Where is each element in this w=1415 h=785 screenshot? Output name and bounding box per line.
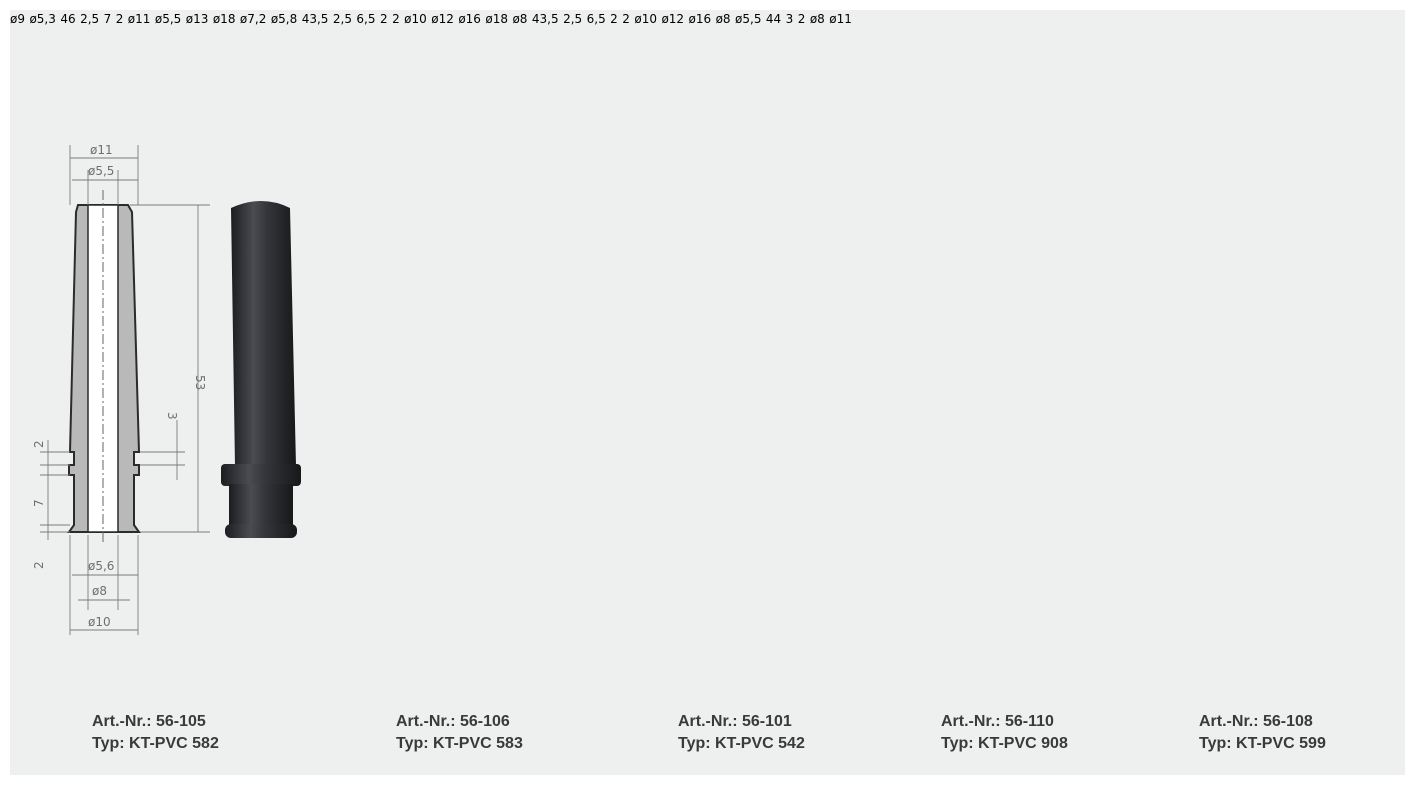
dim-label: 2 — [392, 12, 400, 26]
dim-label: ø5,6 — [88, 559, 114, 573]
dim-label: 2 — [379, 12, 388, 26]
dim-label: 2 — [797, 12, 806, 26]
dim-label: ø10 — [88, 615, 111, 629]
dim-label: ø11 — [90, 143, 113, 157]
dim-label: ø5,3 — [29, 12, 56, 26]
dim-label: 46 — [60, 12, 76, 26]
dim-label: ø5,5 — [88, 164, 114, 178]
dim-label: ø18 — [485, 12, 509, 26]
dim-label: 2 — [115, 12, 124, 26]
product-caption: Art.-Nr.: 56-101 Typ: KT-PVC 542 — [678, 711, 805, 755]
product-type: Typ: KT-PVC 582 — [92, 735, 219, 752]
product-56-101: ø18 ø7,2 ø5,8 43,5 2,5 6,5 2 2 ø10 ø12 ø… — [213, 10, 486, 27]
dimension-labels: ø18 ø7,2 ø5,8 43,5 2,5 6,5 2 2 ø10 ø12 ø… — [213, 10, 486, 27]
dim-label: 53 — [193, 375, 207, 390]
dim-label: 2 — [610, 12, 618, 26]
product-type: Typ: KT-PVC 908 — [941, 735, 1068, 752]
dim-label: 3 — [785, 12, 794, 26]
dim-label: 6,5 — [586, 12, 606, 26]
product-56-105: ø11 ø5,5 53 3 2 7 2 ø5,6 ø8 ø10 — [32, 143, 301, 635]
dimension-labels: ø11 ø5,5 53 3 2 7 2 ø5,6 ø8 ø10 — [32, 143, 207, 629]
dim-label: ø5,5 — [735, 12, 762, 26]
dim-label: 2 — [32, 440, 46, 448]
dim-label: ø8 — [715, 12, 731, 26]
dim-label: ø13 — [185, 12, 209, 26]
dim-label: ø8 — [809, 12, 825, 26]
dim-label: ø18 — [212, 12, 236, 26]
product-caption: Art.-Nr.: 56-105 Typ: KT-PVC 582 — [92, 711, 219, 755]
product-caption: Art.-Nr.: 56-108 Typ: KT-PVC 599 — [1199, 711, 1326, 755]
dim-label: ø5,5 — [154, 12, 182, 26]
product-type: Typ: KT-PVC 599 — [1199, 735, 1326, 752]
dim-label: 43,5 — [531, 12, 559, 26]
dim-label: 2,5 — [563, 12, 583, 26]
dim-label: ø11 — [829, 12, 852, 26]
technical-drawing: ø11 ø5,5 53 3 2 7 2 ø5,6 ø8 ø10 — [32, 143, 301, 635]
dim-label: ø8 — [512, 12, 528, 26]
dim-label: ø9 — [10, 12, 25, 26]
dim-label: 6,5 — [356, 12, 376, 26]
article-number: Art.-Nr.: 56-108 — [1199, 713, 1313, 730]
product-56-108: ø8 ø5,5 44 3 2 ø8 ø11 — [716, 10, 852, 27]
article-number: Art.-Nr.: 56-105 — [92, 713, 206, 730]
product-type: Typ: KT-PVC 542 — [678, 735, 805, 752]
dim-label: 44 — [765, 12, 782, 26]
product-caption: Art.-Nr.: 56-106 Typ: KT-PVC 583 — [396, 711, 523, 755]
dim-label: ø12 — [431, 12, 454, 26]
dimension-labels: ø18 ø8 43,5 2,5 6,5 2 2 ø10 ø12 ø16 — [485, 10, 715, 27]
dim-label: ø12 — [661, 12, 685, 26]
cross-section-drawing — [67, 190, 141, 545]
article-number: Art.-Nr.: 56-106 — [396, 713, 510, 730]
catalog-panel: ø11 ø5,5 53 3 2 7 2 ø5,6 ø8 ø10 — [10, 10, 1405, 775]
dim-label: ø7,2 — [239, 12, 267, 26]
product-56-110: ø18 ø8 43,5 2,5 6,5 2 2 ø10 ø12 ø16 — [485, 10, 715, 27]
dim-label: 2 — [622, 12, 630, 26]
dim-label: 3 — [165, 412, 179, 420]
product-56-106: ø9 ø5,3 46 2,5 7 2 ø11 ø5,5 ø13 — [10, 10, 213, 27]
product-photo — [221, 201, 301, 538]
dim-label: ø16 — [688, 12, 712, 26]
dim-label: 43,5 — [301, 12, 329, 26]
dimension-labels: ø8 ø5,5 44 3 2 ø8 ø11 — [716, 10, 852, 27]
dim-label: 2 — [32, 561, 46, 569]
product-type: Typ: KT-PVC 583 — [396, 735, 523, 752]
dim-label: 2,5 — [332, 12, 352, 26]
dim-label: ø5,8 — [270, 12, 298, 26]
product-caption: Art.-Nr.: 56-110 Typ: KT-PVC 908 — [941, 711, 1068, 755]
article-number: Art.-Nr.: 56-110 — [941, 713, 1054, 730]
dim-label: ø10 — [634, 12, 657, 26]
article-number: Art.-Nr.: 56-101 — [678, 713, 792, 730]
dim-label: ø10 — [404, 12, 427, 26]
dimension-labels: ø9 ø5,3 46 2,5 7 2 ø11 ø5,5 ø13 — [10, 10, 213, 27]
dim-label: ø11 — [127, 12, 151, 26]
dim-label: ø16 — [458, 12, 481, 26]
dim-label: 7 — [103, 12, 112, 26]
dim-label: 7 — [32, 499, 46, 507]
dimension-lines — [40, 145, 210, 635]
dim-label: 2,5 — [80, 12, 100, 26]
dim-label: ø8 — [92, 584, 107, 598]
